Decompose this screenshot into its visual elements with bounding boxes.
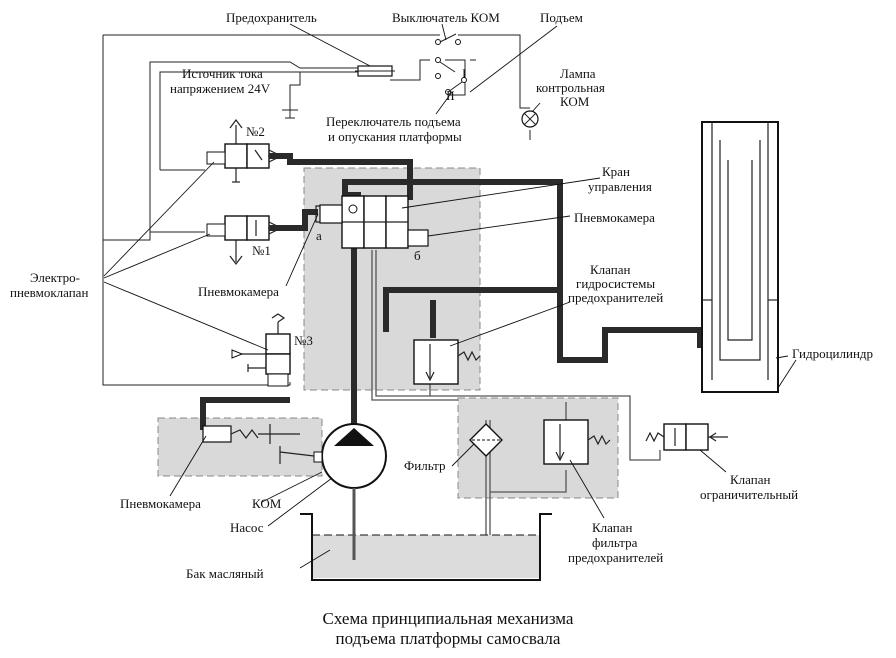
hydrocylinder-label: Гидроцилиндр: [792, 346, 873, 361]
pto-switch-symbol: [435, 33, 461, 79]
lift-switch-symbol: [445, 59, 476, 95]
control-valve-label-1: Кран: [602, 164, 630, 179]
hydraulic-safety-valve-label-2: гидросистемы: [576, 276, 655, 291]
oil-tank: [300, 488, 552, 581]
limit-valve-label-1: Клапан: [730, 472, 770, 487]
electro-valve-label-1: Электро-: [30, 270, 80, 285]
limit-valve: [645, 423, 728, 451]
power-source-label-2: напряжением 24V: [170, 81, 271, 96]
lift-label: Подъем: [540, 10, 583, 25]
limit-valve-label-2: ограничительный: [700, 487, 798, 502]
hydrocylinder-symbol: [701, 121, 779, 393]
pneumochamber-left-label: Пневмокамера: [198, 284, 279, 299]
lift-switch-label-1: Переключатель подъема: [326, 114, 461, 129]
electrical-wiring: [102, 34, 531, 386]
valve-2-number: №2: [246, 124, 265, 139]
filter-valve-label-1: Клапан: [592, 520, 632, 535]
leader-lines: [103, 23, 797, 569]
caption-line-2: подъема платформы самосвала: [336, 629, 561, 648]
pto-label: КОМ: [252, 496, 282, 511]
electro-valve-3: [231, 313, 291, 387]
lamp-label-1: Лампа: [560, 66, 596, 81]
pump-symbol: [313, 423, 387, 489]
position-1-label: I: [462, 66, 466, 81]
oil-tank-label: Бак масляный: [186, 566, 264, 581]
port-a-label: а: [316, 228, 322, 243]
hydraulic-safety-valve: [413, 339, 481, 385]
pneumochamber-bottom-label: Пневмокамера: [120, 496, 201, 511]
valve-3-number: №3: [294, 333, 313, 348]
hydraulic-safety-valve-label-3: предохранителей: [568, 290, 663, 305]
lamp-label-3: КОМ: [560, 94, 590, 109]
filter-valve-label-2: фильтра: [592, 535, 638, 550]
control-valve: [315, 195, 429, 249]
control-valve-label-2: управления: [588, 179, 652, 194]
electro-valve-1: [206, 215, 277, 265]
lamp-symbol: [521, 110, 539, 128]
pto-switch-label: Выключатель КОМ: [392, 10, 500, 25]
pto-mechanism: [202, 424, 315, 464]
power-source-label-1: Источник тока: [182, 66, 263, 81]
position-2-label: II: [446, 88, 455, 103]
lift-switch-label-2: и опускания платформы: [328, 129, 462, 144]
hydraulic-safety-valve-label-1: Клапан: [590, 262, 630, 277]
caption-line-1: Схема принципиальная механизма: [323, 609, 574, 628]
electro-valve-2: [206, 119, 277, 183]
lamp-label-2: контрольная: [536, 80, 605, 95]
return-lines: [371, 250, 661, 540]
electro-valve-label-2: пневмоклапан: [10, 285, 88, 300]
pto-zone: [157, 417, 323, 477]
fuse-label: Предохранитель: [226, 10, 317, 25]
filter-symbol: [469, 423, 503, 457]
pneumochamber-right-label: Пневмокамера: [574, 210, 655, 225]
filter-valve-label-3: предохранителей: [568, 550, 663, 565]
filter-safety-valve: [543, 419, 611, 465]
pump-label: Насос: [230, 520, 264, 535]
valve-1-number: №1: [252, 243, 271, 258]
filter-label: Фильтр: [404, 458, 446, 473]
port-b-label: б: [414, 248, 421, 263]
